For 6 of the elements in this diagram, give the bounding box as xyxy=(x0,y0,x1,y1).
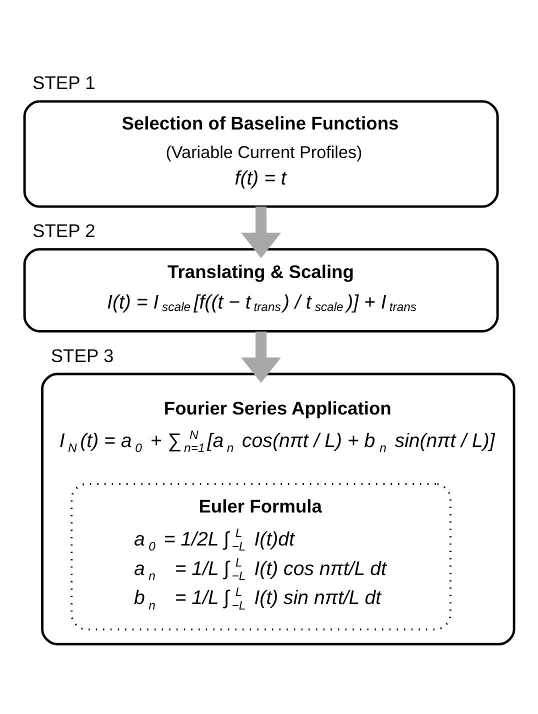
node-label: STEP 1 xyxy=(32,72,96,93)
arrow xyxy=(241,331,282,382)
node-label: STEP 3 xyxy=(50,344,114,366)
node-label: STEP 2 xyxy=(32,220,96,241)
node-box: Selection of Baseline Functions (Variable Current Profiles) f(t) = t xyxy=(23,100,499,208)
arrow xyxy=(241,206,282,258)
